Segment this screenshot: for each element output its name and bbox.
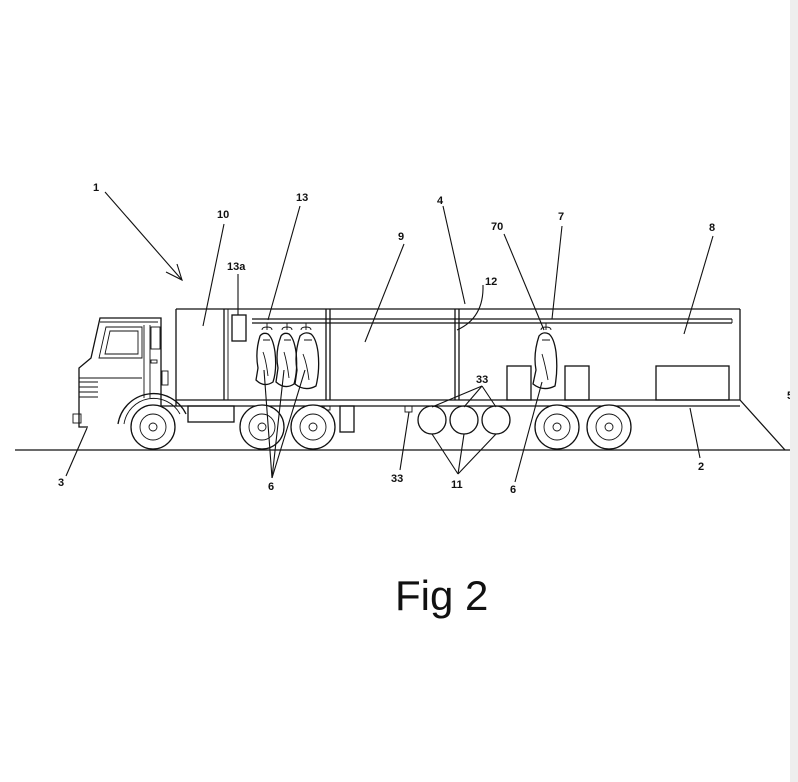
ref-11: 11 (451, 479, 463, 491)
page-edge (790, 0, 798, 782)
reference-numerals: 1 10 13a 13 9 4 12 70 7 8 50 33 33 11 6 … (58, 182, 798, 496)
ref-33-top: 33 (476, 374, 488, 386)
ref-13a: 13a (227, 261, 246, 273)
ref-2: 2 (698, 461, 704, 473)
ref-6-right: 6 (510, 484, 516, 496)
trailer-body (175, 308, 741, 433)
carcass-group-left (255, 323, 320, 390)
ramp (739, 399, 786, 451)
carcass (275, 323, 298, 388)
ref-4: 4 (437, 195, 444, 207)
truck-cab (72, 317, 187, 428)
trailer-wheels (239, 404, 632, 450)
ref-12: 12 (485, 276, 497, 288)
ref-9: 9 (398, 231, 404, 243)
figure-caption: Fig 2 (395, 572, 488, 619)
ref-3: 3 (58, 477, 64, 489)
carcass-right (532, 323, 558, 390)
ref-8: 8 (709, 222, 715, 234)
ref-13: 13 (296, 192, 308, 204)
tanks (417, 405, 511, 435)
ref-7: 7 (558, 211, 564, 223)
carcass (255, 323, 277, 386)
ref-70: 70 (491, 221, 503, 233)
ref-33-bottom: 33 (391, 473, 403, 485)
carcass (294, 323, 320, 390)
leader-lines (65, 191, 714, 483)
ref-6-left: 6 (268, 481, 274, 493)
ref-10: 10 (217, 209, 229, 221)
front-wheel (130, 404, 176, 450)
ref-1: 1 (93, 182, 99, 194)
